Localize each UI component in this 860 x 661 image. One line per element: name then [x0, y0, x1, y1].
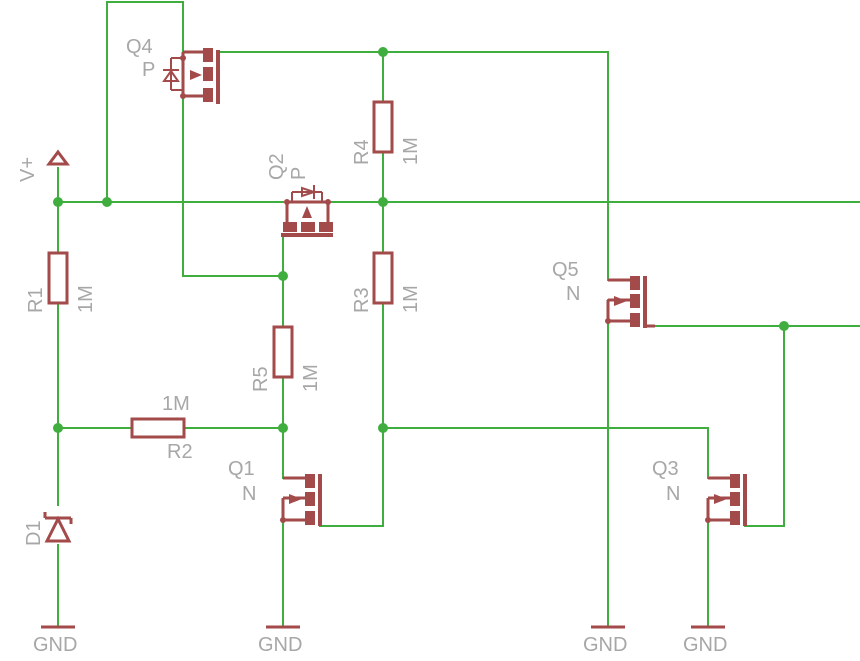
supply-arrow-icon	[46, 149, 70, 166]
resistor-r2: 1M R2	[130, 393, 193, 463]
q5-type: N	[566, 283, 580, 305]
resistor-r2-value: 1M	[162, 393, 190, 415]
transistor-q4: Q4 P	[126, 36, 220, 104]
q1-gate-icon	[318, 474, 322, 526]
q1-type: N	[242, 483, 256, 505]
q5-gate-icon	[643, 276, 647, 328]
q5-arrow-icon	[614, 296, 627, 306]
diode-d1: D1	[23, 512, 73, 546]
resistor-r5-body	[272, 325, 294, 379]
transistor-q5: Q5 N	[552, 259, 655, 328]
resistor-r2-name: R2	[167, 441, 193, 463]
gnd-label: GND	[33, 634, 77, 656]
diode-d1-name: D1	[23, 520, 45, 546]
q3-name: Q3	[652, 458, 679, 480]
zener-diode-icon	[44, 515, 72, 543]
junction-dot	[378, 423, 388, 433]
resistor-r5-value: 1M	[300, 364, 322, 392]
gnd-label: GND	[583, 634, 627, 656]
q1-pin-icon	[280, 517, 286, 523]
q2-channel-icon	[301, 222, 315, 232]
transistor-q3: Q3 N	[652, 458, 747, 526]
q4-name: Q4	[126, 36, 153, 58]
resistor-r3: R3 1M	[351, 251, 422, 313]
q3-gate-icon	[743, 474, 747, 526]
junction-dot	[779, 321, 789, 331]
q2-type: P	[288, 167, 310, 180]
q1-arrow-icon	[289, 494, 302, 504]
q4-type: P	[142, 59, 155, 81]
q3-type: N	[666, 483, 680, 505]
q1-channel-icon	[305, 492, 315, 506]
resistor-r3-name: R3	[351, 287, 373, 313]
junction-dot	[378, 47, 388, 57]
q4-channel-icon	[203, 67, 213, 81]
resistor-r3-body	[372, 251, 394, 305]
junction-dot	[278, 271, 288, 281]
junction-dot	[102, 197, 112, 207]
q2-pin-icon	[325, 199, 331, 205]
q5-channel-icon	[630, 294, 640, 308]
resistor-r5: R5 1M	[250, 325, 322, 392]
q5-name: Q5	[552, 259, 579, 281]
q5-channel-icon	[630, 313, 640, 327]
gnd-label: GND	[258, 634, 302, 656]
junction-dot	[53, 197, 63, 207]
ground-symbols: GND GND GND GND	[33, 625, 727, 656]
q1-channel-icon	[305, 474, 315, 488]
resistor-r4: R4 1M	[351, 100, 422, 165]
q4-channel-icon	[203, 48, 213, 62]
transistor-q2: Q2 P	[266, 153, 333, 237]
q5-pin-icon	[605, 318, 611, 324]
q1-channel-icon	[305, 511, 315, 525]
resistor-r4-body	[372, 100, 394, 154]
q4-channel-icon	[203, 88, 213, 102]
wires	[57, 1, 860, 626]
q3-channel-icon	[730, 511, 740, 525]
resistor-r5-name: R5	[250, 366, 272, 392]
resistor-r1-name: R1	[25, 287, 47, 313]
q4-arrow-icon	[190, 70, 202, 80]
supply-symbol: V+	[17, 149, 70, 182]
supply-label: V+	[17, 157, 39, 182]
resistor-r1-body	[47, 251, 69, 305]
q3-pin-icon	[705, 517, 711, 523]
resistor-r4-name: R4	[351, 139, 373, 165]
junction-dot	[378, 197, 388, 207]
junction-dot	[278, 423, 288, 433]
q3-channel-icon	[730, 474, 740, 488]
transistor-q1: Q1 N	[228, 458, 322, 526]
resistor-r3-value: 1M	[400, 285, 422, 313]
resistor-r1-value: 1M	[75, 285, 97, 313]
q3-channel-icon	[730, 492, 740, 506]
junctions	[53, 47, 789, 433]
q1-name: Q1	[228, 458, 255, 480]
q2-name: Q2	[266, 153, 288, 180]
q4-pin-icon	[180, 55, 186, 61]
q4-pin-icon	[180, 93, 186, 99]
q2-arrow-icon	[302, 206, 312, 218]
q2-channel-icon	[283, 222, 297, 232]
junction-dot	[53, 423, 63, 433]
q4-gate-icon	[216, 50, 220, 104]
gnd-label: GND	[683, 634, 727, 656]
q2-pin-icon	[284, 199, 290, 205]
resistor-r4-value: 1M	[400, 137, 422, 165]
resistor-r2-body	[130, 417, 186, 439]
q2-channel-icon	[319, 222, 333, 232]
q3-arrow-icon	[714, 494, 727, 504]
q2-gate-icon	[281, 233, 333, 237]
resistor-r1: R1 1M	[25, 251, 97, 313]
q5-channel-icon	[630, 276, 640, 290]
